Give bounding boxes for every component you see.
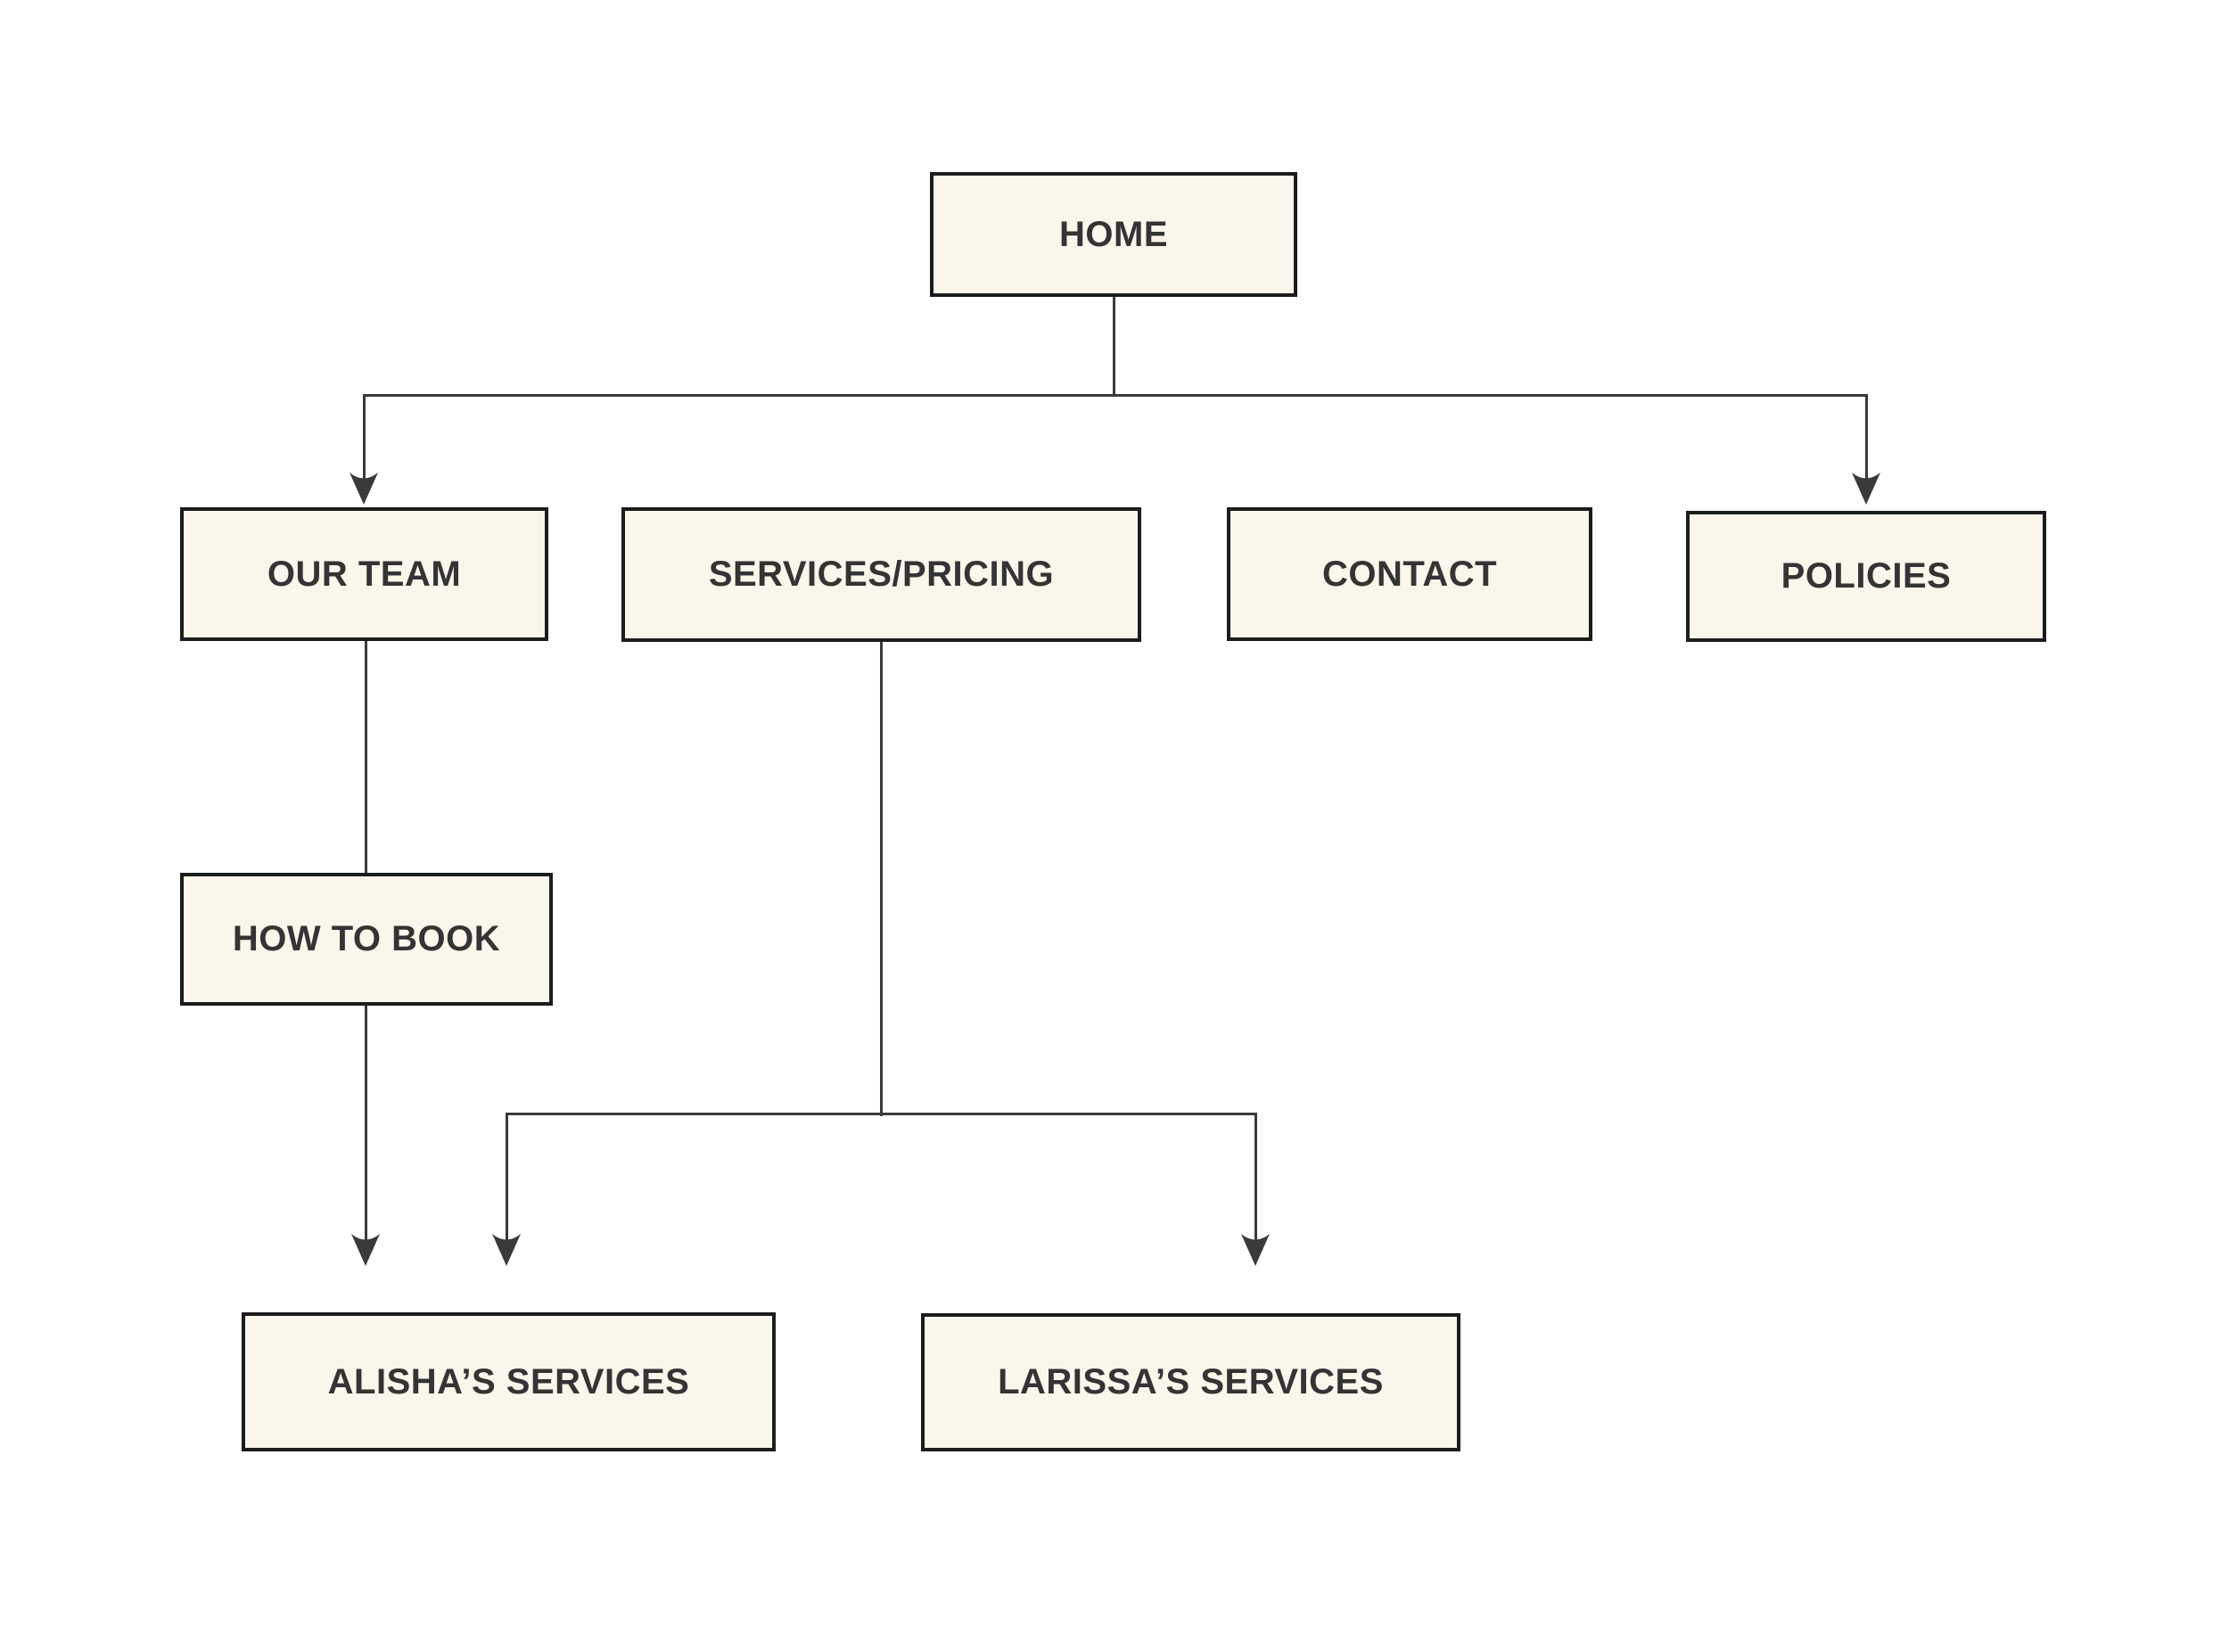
arrowhead-icon-policies [1852,473,1880,505]
node-policies-label: POLICIES [1781,556,1952,596]
connector-home-stem [1112,297,1115,396]
connector-top-rail [362,393,1868,397]
node-contact-label: CONTACT [1321,554,1498,594]
node-services-pricing: SERVICES/PRICING [621,507,1141,642]
arrowhead-icon-branch-to-alisha [492,1234,521,1266]
connector-branch-rail [505,1112,1257,1115]
node-alishas-services: ALISHA’S SERVICES [242,1312,776,1451]
node-how-to-book: HOW TO BOOK [180,873,553,1006]
arrowhead-icon-book-to-alisha [351,1234,380,1266]
connector-book-drop [364,1006,367,1241]
node-policies: POLICIES [1686,511,2046,642]
node-home: HOME [930,172,1297,297]
connector-services-stem [879,642,883,1116]
connector-branch-left-drop [505,1114,508,1241]
node-alishas-services-label: ALISHA’S SERVICES [327,1361,690,1401]
connector-team-to-book [364,641,367,873]
node-contact: CONTACT [1227,507,1592,641]
arrowhead-icon-our-team [350,473,378,505]
arrowhead-icon-branch-to-larissa [1241,1234,1270,1266]
node-services-pricing-label: SERVICES/PRICING [708,555,1055,594]
connector-drop-our-team [362,395,366,480]
connector-branch-right-drop [1254,1114,1257,1241]
node-larissas-services: LARISSA’S SERVICES [921,1313,1460,1451]
node-our-team: OUR TEAM [180,507,548,641]
node-our-team-label: OUR TEAM [267,554,462,594]
node-home-label: HOME [1059,214,1168,254]
node-larissas-services-label: LARISSA’S SERVICES [998,1362,1384,1401]
connector-drop-policies [1864,395,1868,480]
node-how-to-book-label: HOW TO BOOK [232,919,501,958]
